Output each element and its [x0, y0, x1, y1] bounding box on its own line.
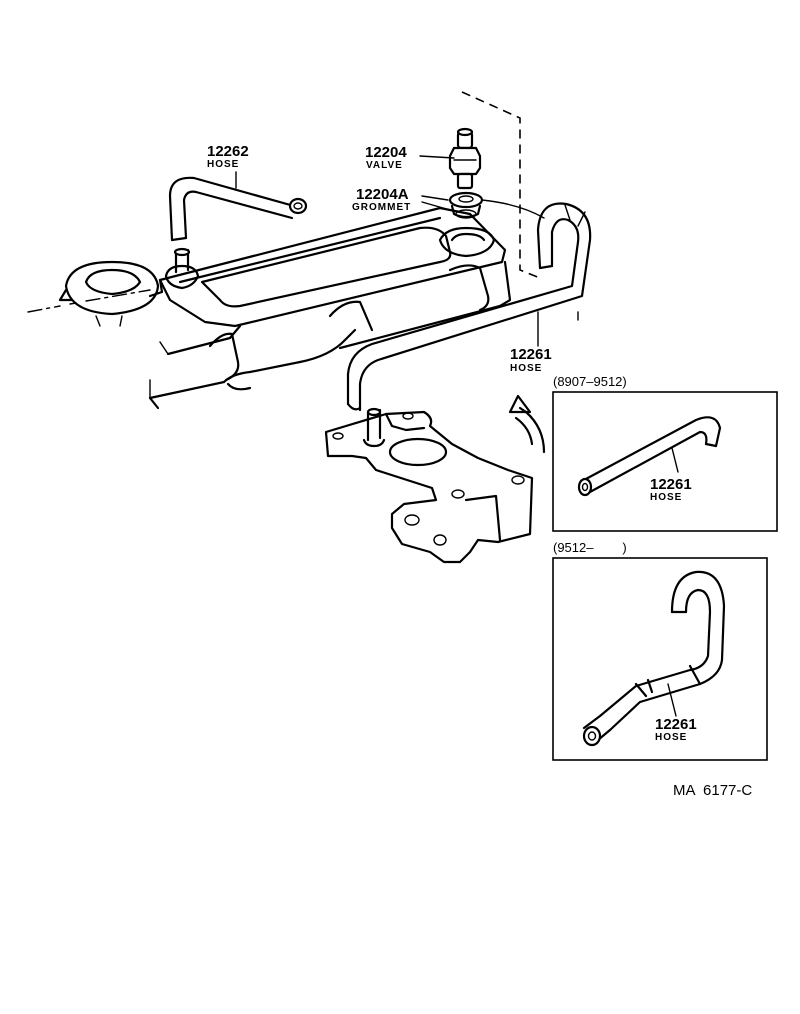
leader-inset-1	[671, 447, 679, 473]
grommet-12204a-number: 12204A	[356, 186, 409, 203]
inset-1-hose-shape	[577, 416, 722, 497]
valve-12204-label: VALVE	[366, 160, 403, 171]
leader-inset-2	[667, 683, 677, 717]
inset-2-number: 12261	[655, 716, 697, 733]
oil-filler-cap	[58, 260, 164, 327]
inset-1-number: 12261	[650, 476, 692, 493]
grommet-12204a-label: GROMMET	[352, 202, 411, 213]
hose-12261-label: HOSE	[510, 363, 542, 374]
hose-12262-shape	[168, 176, 308, 242]
valve-12204-number: 12204	[365, 144, 407, 161]
hose-12262-label: HOSE	[207, 159, 239, 170]
leader-12204	[419, 155, 455, 159]
grommet-12204a-shape	[448, 191, 484, 219]
grommet-boss	[438, 226, 496, 258]
hose-12262-number: 12262	[207, 143, 249, 160]
arrow-icon	[508, 394, 546, 454]
pcv-nipple	[164, 247, 200, 290]
inset-2-label: HOSE	[655, 732, 687, 743]
assembly-dash-line	[461, 91, 541, 279]
inset-2-hose-shape	[582, 570, 726, 747]
hose-12261-number: 12261	[510, 346, 552, 363]
valve-12204-shape	[448, 127, 482, 190]
inset-box-1	[552, 391, 778, 532]
intake-manifold	[324, 407, 534, 564]
cylinder-head-cover	[27, 206, 512, 410]
inset-box-2	[552, 557, 768, 761]
leader-12204a	[421, 195, 451, 211]
diagram-code: MA 6177-C	[673, 782, 752, 799]
inset-1-range: (8907–9512)	[553, 374, 627, 389]
inset-1-label: HOSE	[650, 492, 682, 503]
inset-2-range: (9512– )	[553, 540, 627, 555]
hose-12261-main-shape	[346, 202, 592, 412]
